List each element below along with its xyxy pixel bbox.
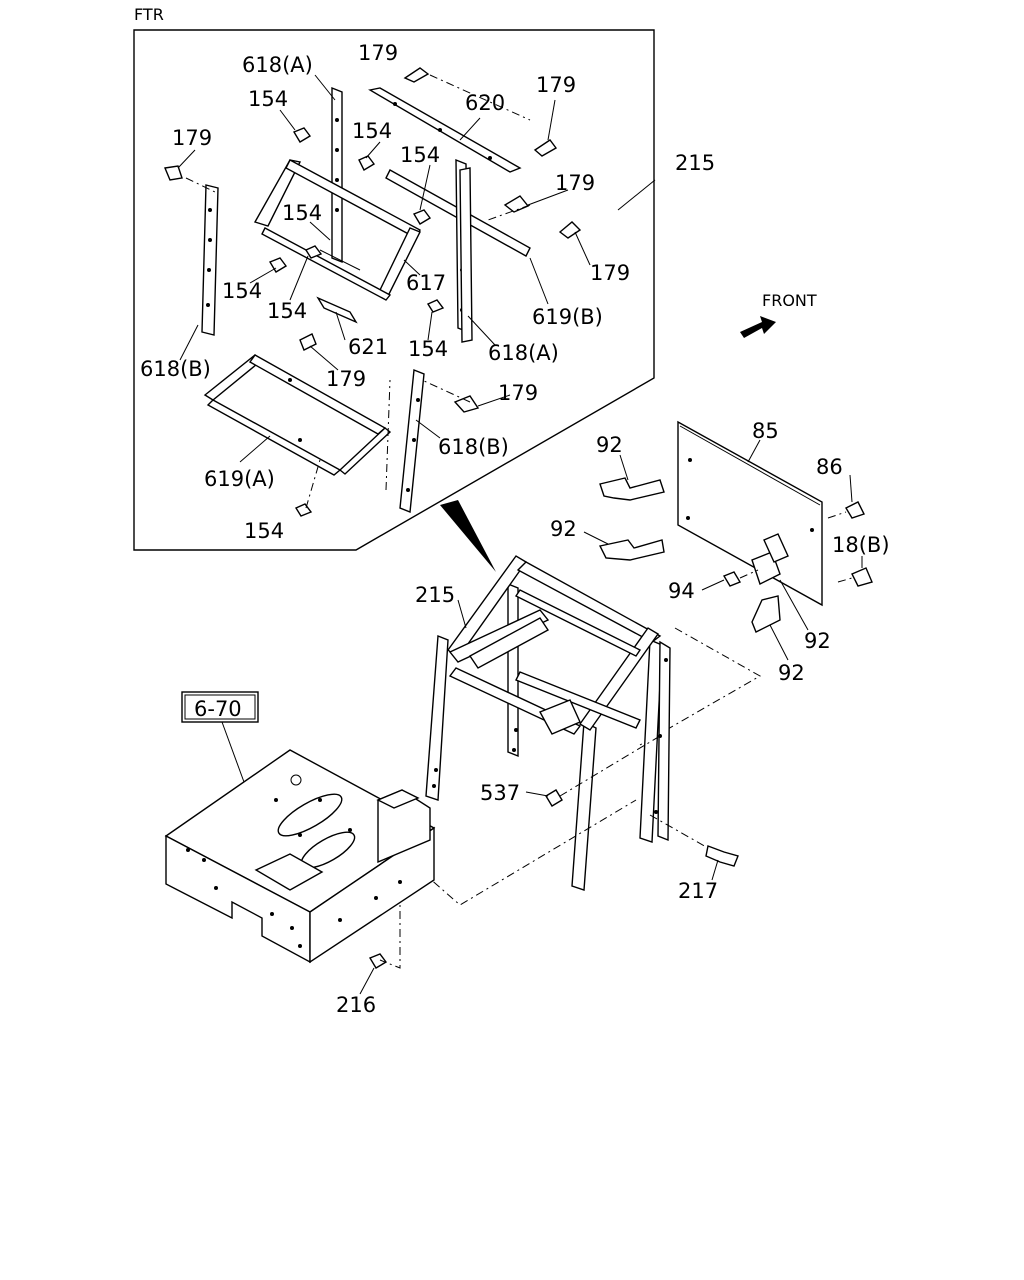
callout-618a: 618(A) [488, 341, 559, 365]
panel-labels: 85 92 86 92 18(B) 94 92 92 [550, 419, 890, 685]
bracket-621 [316, 296, 358, 324]
bolt-179-group [164, 67, 582, 413]
panel-leaders [583, 439, 863, 661]
callout-215: 215 [675, 151, 715, 175]
callout-94: 94 [668, 579, 695, 603]
nut-94 [722, 571, 742, 587]
frame-leaders [359, 599, 719, 995]
bracket-92 [598, 539, 665, 561]
strap-618b-left [201, 184, 219, 336]
detail-leaders [177, 74, 656, 463]
callout-92: 92 [596, 433, 623, 457]
callout-179: 179 [590, 261, 630, 285]
callout-618a: 618(A) [242, 53, 313, 77]
front-indicator: FRONT [740, 291, 817, 338]
callout-179: 179 [172, 126, 212, 150]
bracket-92 [599, 477, 665, 501]
front-arrow-icon [740, 316, 776, 338]
callout-618b: 618(B) [140, 357, 211, 381]
nut-537 [545, 789, 563, 807]
callout-179: 179 [536, 73, 576, 97]
bolt-86 [845, 501, 865, 519]
panel-85 [677, 420, 823, 607]
callout-217: 217 [678, 879, 718, 903]
callout-86: 86 [816, 455, 843, 479]
callout-621: 621 [348, 335, 388, 359]
frame-labels: 215 537 217 216 [336, 583, 718, 1017]
callout-216: 216 [336, 993, 376, 1017]
plate-620 [368, 87, 522, 173]
callout-537: 537 [480, 781, 520, 805]
callout-620: 620 [465, 91, 505, 115]
panel-assembly [598, 420, 873, 746]
frame-215 [425, 555, 671, 891]
nut-154-group [268, 127, 445, 517]
callout-618b: 618(B) [438, 435, 509, 459]
bolt-217 [705, 845, 739, 867]
callout-179: 179 [498, 381, 538, 405]
callout-92: 92 [550, 517, 577, 541]
callout-215: 215 [415, 583, 455, 607]
frame-fasteners [368, 735, 739, 969]
front-label: FRONT [762, 291, 817, 310]
callout-179: 179 [326, 367, 366, 391]
callout-92: 92 [778, 661, 805, 685]
callout-154: 154 [244, 519, 284, 543]
ref-box-label: 6-70 [194, 697, 242, 721]
callout-154: 154 [400, 143, 440, 167]
bracket-92 [751, 595, 781, 633]
strap-618b-bottom [399, 369, 425, 513]
frame-title: FTR [134, 5, 164, 24]
callout-154: 154 [267, 299, 307, 323]
detail-labels: 179 618(A) 154 620 179 179 154 154 215 1… [140, 41, 715, 543]
bolt-18b [851, 567, 873, 587]
callout-92: 92 [804, 629, 831, 653]
callout-154: 154 [352, 119, 392, 143]
chassis-block: 6-70 [164, 691, 436, 964]
callout-85: 85 [752, 419, 779, 443]
callout-619a: 619(A) [204, 467, 275, 491]
ref-box [181, 691, 259, 723]
strap-618a-top [331, 86, 343, 264]
callout-154: 154 [408, 337, 448, 361]
callout-179: 179 [555, 171, 595, 195]
callout-154: 154 [222, 279, 262, 303]
callout-617: 617 [406, 271, 446, 295]
detail-pointer [440, 500, 496, 572]
callout-619b: 619(B) [532, 305, 603, 329]
callout-179: 179 [358, 41, 398, 65]
callout-154: 154 [282, 201, 322, 225]
callout-18b: 18(B) [832, 533, 890, 557]
callout-154: 154 [248, 87, 288, 111]
detail-frame [133, 29, 655, 551]
detail-assembly [164, 67, 582, 517]
